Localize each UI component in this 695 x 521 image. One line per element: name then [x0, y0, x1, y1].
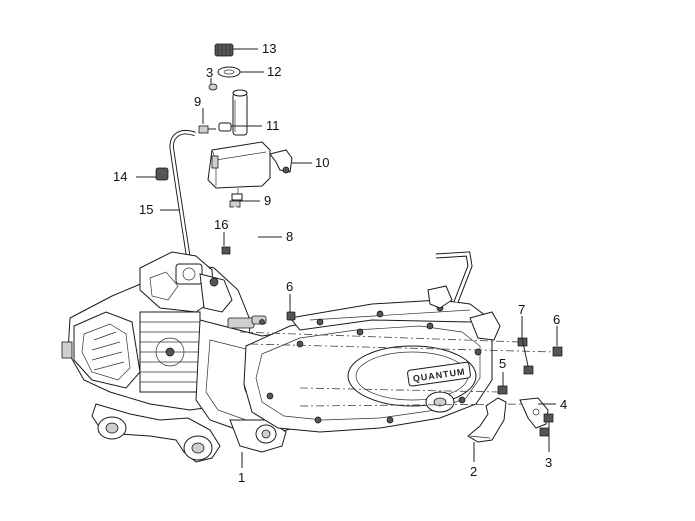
oil-reservoir-assembly — [155, 43, 293, 269]
cap-gasket — [217, 66, 241, 78]
nut-6-right — [552, 346, 563, 357]
callout-6-right: 6 — [553, 312, 560, 327]
bolt-5 — [497, 385, 508, 395]
callout-7: 7 — [518, 302, 525, 317]
callout-labels: 13 12 3 9 11 10 14 15 9 16 8 6 7 6 5 4 3… — [113, 41, 567, 485]
cylinder-fins — [139, 311, 201, 393]
callout-12: 12 — [267, 64, 281, 79]
callout-16: 16 — [214, 217, 228, 232]
callout-15: 15 — [139, 202, 153, 217]
callout-10: 10 — [315, 155, 329, 170]
callout-1: 1 — [238, 470, 245, 485]
callout-5: 5 — [499, 356, 506, 371]
callout-9-upper: 9 — [194, 94, 201, 109]
leader-lines — [136, 48, 558, 468]
engine-mount — [91, 403, 287, 463]
callout-4: 4 — [560, 397, 567, 412]
callout-13: 13 — [262, 41, 276, 56]
clamp-16 — [221, 246, 231, 255]
bracket-4 — [519, 397, 549, 429]
callout-3-lower: 3 — [545, 455, 552, 470]
callout-11: 11 — [266, 118, 280, 133]
filler-cap — [214, 43, 234, 57]
oil-hose — [225, 206, 263, 255]
cvt-cover: QUANTUM — [243, 311, 493, 433]
callout-2: 2 — [470, 464, 477, 479]
rear-handle — [427, 251, 473, 309]
callout-8: 8 — [286, 229, 293, 244]
engine-assembly: QUANTUM — [61, 251, 493, 463]
breather-tube — [169, 130, 196, 269]
callout-6-middle: 6 — [286, 279, 293, 294]
bolt-upper — [198, 122, 232, 134]
grommet — [155, 167, 169, 181]
callout-3-upper: 3 — [206, 65, 213, 80]
reservoir-tank — [207, 141, 271, 201]
callout-14: 14 — [113, 169, 127, 184]
filler-neck — [232, 89, 248, 136]
callout-9-lower: 9 — [264, 193, 271, 208]
tank-bracket — [269, 149, 293, 174]
hose-clamp — [229, 200, 241, 208]
bolt-middle — [286, 311, 296, 321]
washer-upper — [208, 83, 218, 91]
bracket-2 — [467, 397, 507, 443]
